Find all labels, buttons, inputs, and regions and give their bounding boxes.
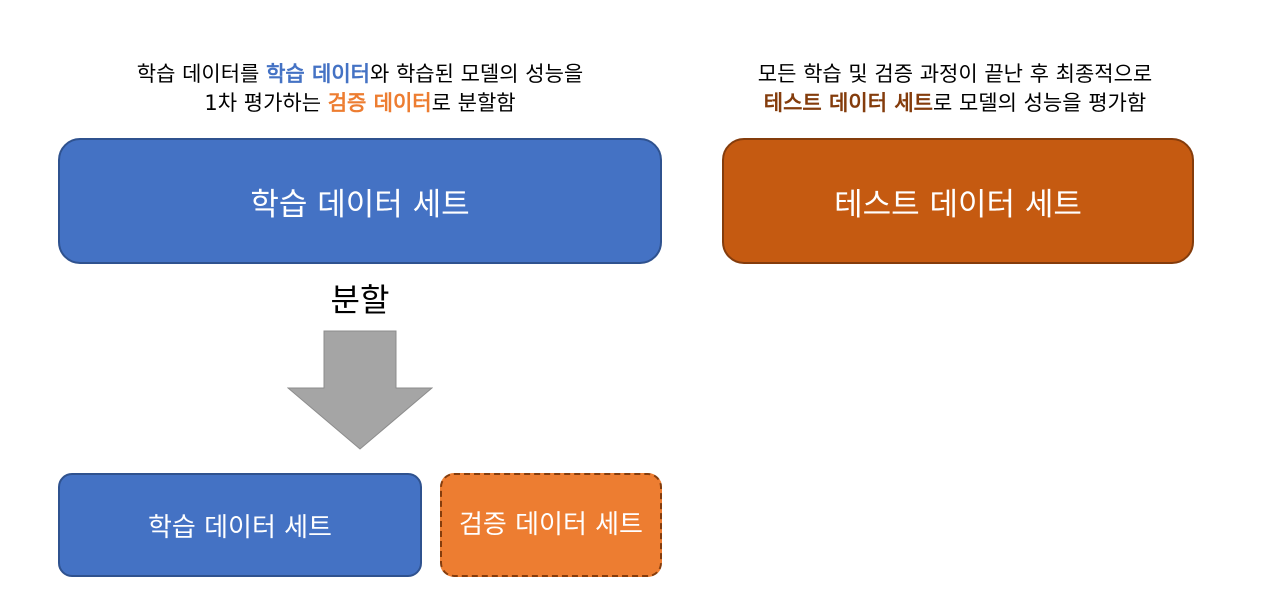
- test-set-box: 테스트 데이터 세트: [722, 138, 1194, 264]
- validation-set-label: 검증 데이터 세트: [459, 509, 643, 540]
- training-data-highlight: 학습 데이터: [266, 62, 370, 86]
- left-caption-line-1: 학습 데이터를 학습 데이터와 학습된 모델의 성능을: [40, 60, 680, 89]
- left-caption-text: 1차 평가하는: [204, 91, 328, 115]
- training-subset-label: 학습 데이터 세트: [148, 512, 332, 543]
- test-data-highlight: 테스트 데이터 세트: [763, 91, 933, 115]
- training-set-box: 학습 데이터 세트: [58, 138, 662, 264]
- right-caption-line-1: 모든 학습 및 검증 과정이 끝난 후 최종적으로: [757, 62, 1153, 86]
- right-caption-text: 로 모델의 성능을 평가함: [932, 91, 1147, 115]
- left-caption-text: 와 학습된 모델의 성능을: [369, 62, 584, 86]
- left-caption-line-2: 1차 평가하는 검증 데이터로 분할함: [40, 89, 680, 118]
- left-caption-text: 로 분할함: [431, 91, 516, 115]
- split-label: 분할: [330, 281, 390, 319]
- validation-set-box: 검증 데이터 세트: [440, 473, 662, 577]
- test-set-label: 테스트 데이터 세트: [834, 186, 1082, 223]
- right-caption-line-2: 테스트 데이터 세트로 모델의 성능을 평가함: [640, 89, 1270, 118]
- training-set-label: 학습 데이터 세트: [250, 186, 470, 223]
- training-subset-box: 학습 데이터 세트: [58, 473, 422, 577]
- down-arrow-icon: [287, 330, 433, 450]
- validation-data-highlight: 검증 데이터: [327, 91, 432, 115]
- left-caption: 학습 데이터를 학습 데이터와 학습된 모델의 성능을 1차 평가하는 검증 데…: [40, 60, 680, 118]
- left-caption-text: 학습 데이터를: [136, 62, 267, 86]
- right-caption: 모든 학습 및 검증 과정이 끝난 후 최종적으로 테스트 데이터 세트로 모델…: [640, 60, 1270, 118]
